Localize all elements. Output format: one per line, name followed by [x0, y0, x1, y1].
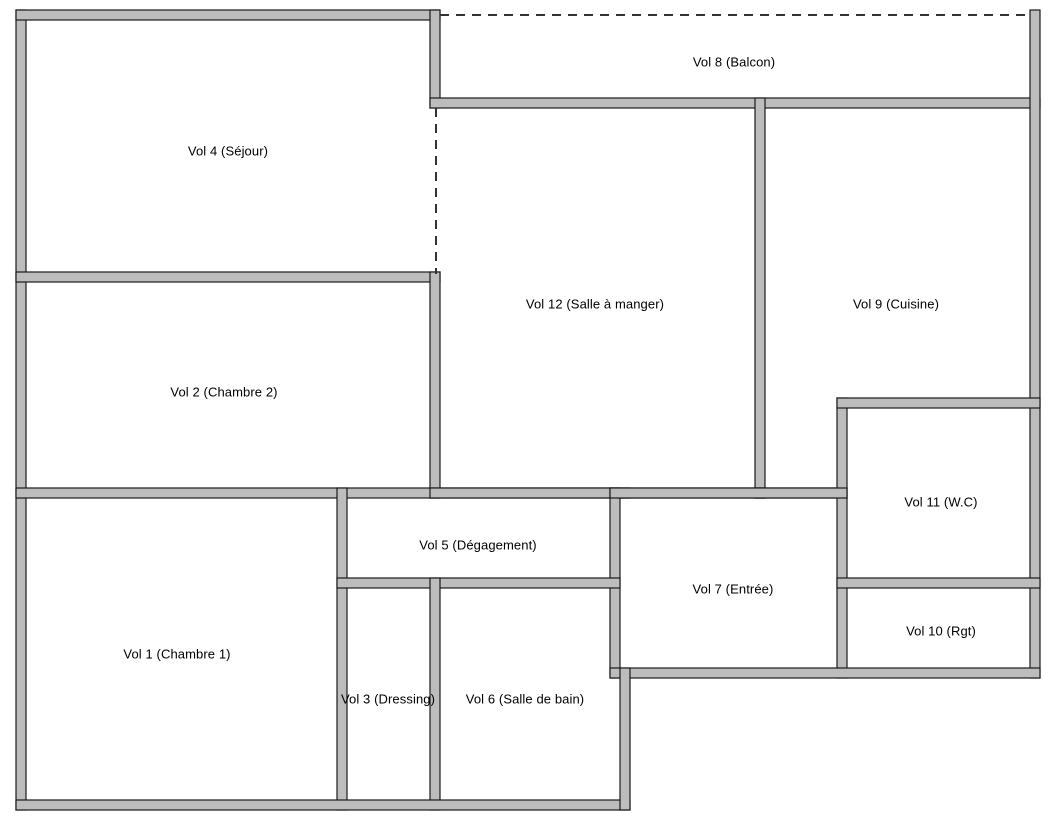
room-label-vol10[interactable]: Vol 10 (Rgt): [906, 623, 976, 639]
room-label-vol4[interactable]: Vol 4 (Séjour): [187, 143, 269, 159]
vol11-vol10-divider: [836, 577, 1041, 589]
dashed-boundaries-group: [435, 14, 1032, 274]
room-label-vol7[interactable]: Vol 7 (Entrée): [692, 581, 774, 597]
vol1-vol5-divider: [336, 487, 348, 811]
room-label-vol1[interactable]: Vol 1 (Chambre 1): [123, 646, 231, 662]
vol7-top-wall: [609, 487, 848, 499]
room-label-vol5[interactable]: Vol 5 (Dégagement): [419, 537, 537, 553]
vol12-vol9-divider: [754, 97, 766, 499]
vol5-bottom-wall: [336, 577, 621, 589]
room-label-vol6[interactable]: Vol 6 (Salle de bain): [465, 691, 585, 707]
vol7-bottom-wall: [609, 667, 1041, 679]
outer-wall-left: [15, 9, 27, 811]
bottom-right-step-wall: [619, 667, 631, 811]
vol12-left-wall: [429, 271, 441, 499]
walls-group: [15, 9, 1041, 811]
outer-wall-top-left: [15, 9, 441, 21]
room-label-vol8[interactable]: Vol 8 (Balcon): [692, 54, 776, 70]
vol9-vol11-divider: [836, 397, 1041, 409]
room-label-vol2[interactable]: Vol 2 (Chambre 2): [170, 384, 278, 400]
vol4-vol2-divider: [15, 271, 441, 283]
vol4-right-wall: [429, 9, 441, 109]
room-label-vol11[interactable]: Vol 11 (W.C): [904, 494, 978, 510]
room-label-vol3[interactable]: Vol 3 (Dressing): [340, 691, 436, 707]
outer-wall-bottom: [15, 799, 631, 811]
room-label-vol9[interactable]: Vol 9 (Cuisine): [852, 296, 940, 312]
room-label-vol12[interactable]: Vol 12 (Salle à manger): [525, 296, 665, 312]
vol11-left-wall: [836, 397, 848, 679]
balcony-bottom-wall: [429, 97, 1041, 109]
